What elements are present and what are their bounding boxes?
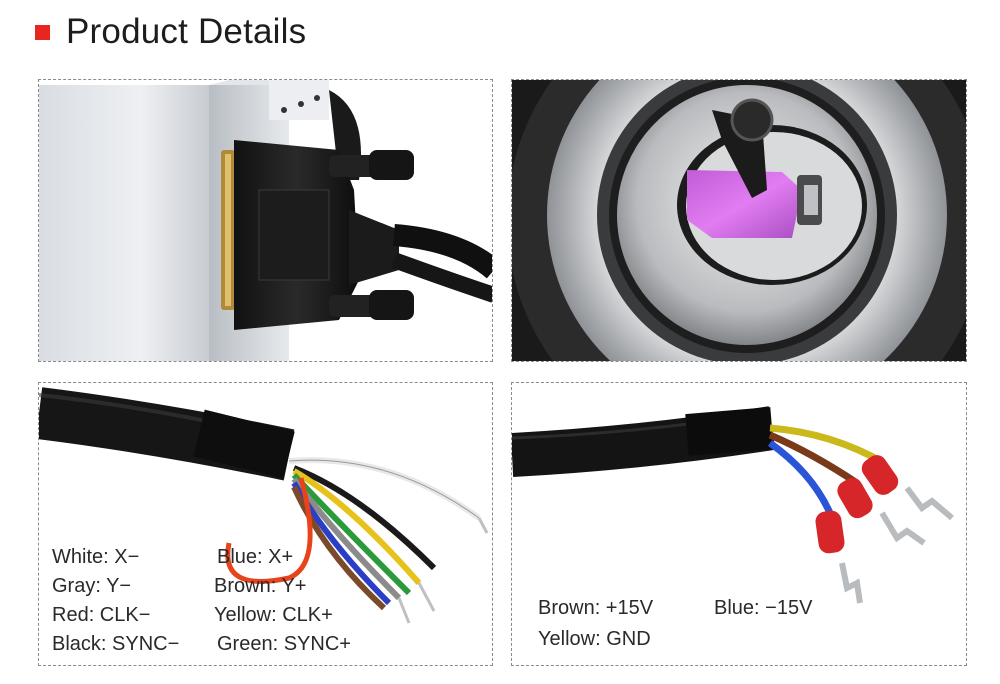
signal-cable-photo — [39, 387, 489, 624]
page-title: Product Details — [66, 12, 307, 51]
wire-label: White: X− — [52, 546, 140, 568]
power-cable-panel: Brown: +15V Blue: −15V Yellow: GND — [511, 382, 967, 666]
galvo-lens-photo — [512, 80, 966, 361]
lens-photo-panel — [511, 79, 967, 362]
title-bullet-icon — [35, 24, 50, 40]
wire-label: Black: SYNC− — [52, 633, 180, 655]
wire-label: Brown: +15V — [538, 597, 654, 619]
wire-label: Blue: X+ — [217, 546, 294, 568]
wire-label: Brown: Y+ — [214, 575, 307, 597]
connector-photo-panel — [38, 79, 493, 362]
wire-label: Yellow: CLK+ — [214, 604, 333, 626]
power-cable-photo — [512, 406, 954, 604]
wire-label: Blue: −15V — [714, 597, 813, 619]
signal-cable-panel: White: X− Blue: X+ Gray: Y− Brown: Y+ Re… — [38, 382, 493, 666]
signal-wire-legend: White: X− Blue: X+ Gray: Y− Brown: Y+ Re… — [52, 543, 492, 661]
power-wire-legend: Brown: +15V Blue: −15V Yellow: GND — [538, 594, 958, 654]
wire-label: Yellow: GND — [538, 628, 651, 650]
db25-connector-photo — [39, 80, 492, 361]
wire-label: Green: SYNC+ — [217, 633, 351, 655]
wire-label: Red: CLK− — [52, 604, 151, 626]
page-header: Product Details — [35, 8, 306, 56]
wire-label: Gray: Y− — [52, 575, 132, 597]
